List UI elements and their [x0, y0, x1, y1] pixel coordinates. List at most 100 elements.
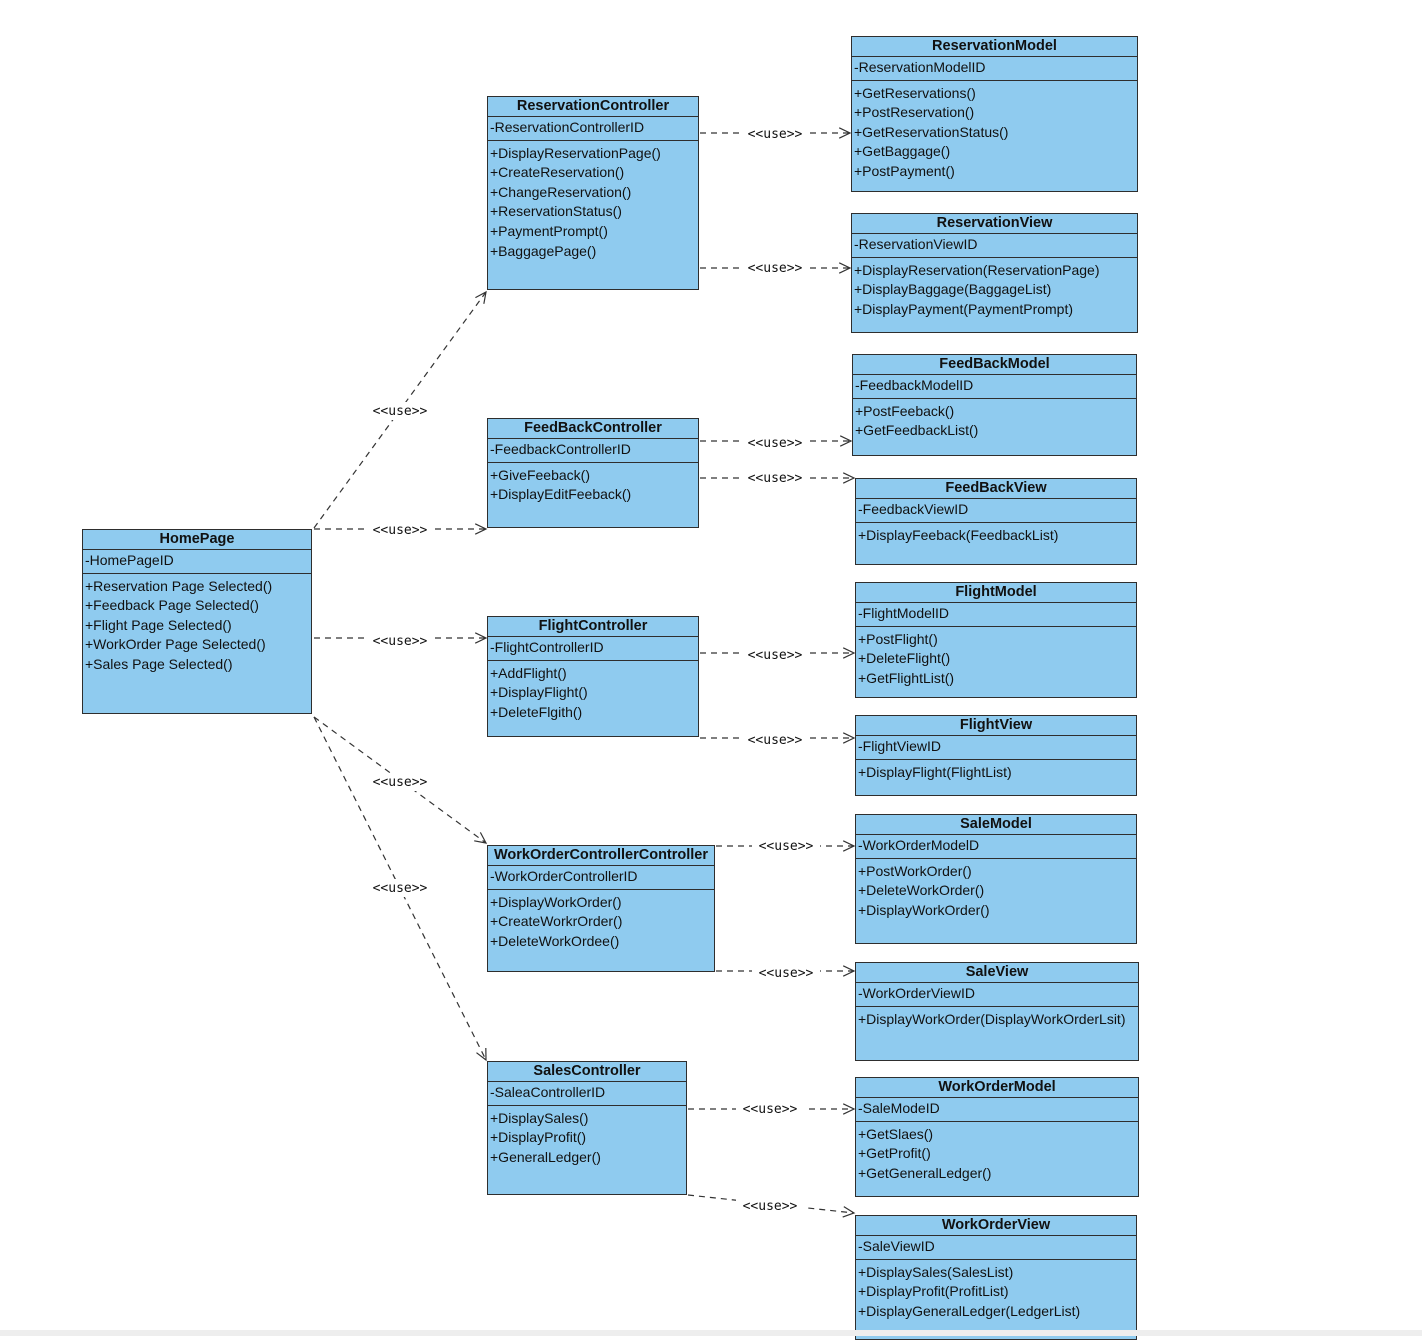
- operation: +ChangeReservation(): [490, 183, 632, 200]
- dependency-flight-controller-to-flight-view: <<use>>: [700, 731, 856, 749]
- edge-label-background: [752, 837, 820, 855]
- open-arrowhead-icon: [842, 1206, 856, 1218]
- class-box-workorder-view[interactable]: WorkOrderView-SaleViewID+DisplaySales(Sa…: [855, 1215, 1137, 1340]
- edge-label-background: [741, 731, 809, 749]
- attribute: -WorkOrderViewID: [858, 985, 975, 1001]
- attributes-compartment: -SaleModeID: [856, 1098, 1138, 1122]
- dependency-homepage-to-feedback-controller: <<use>>: [314, 521, 488, 539]
- operations-compartment: +GiveFeeback()+DisplayEditFeeback(): [488, 463, 698, 505]
- class-name: SaleModel: [856, 815, 1136, 835]
- operations-compartment: +PostFeeback()+GetFeedbackList(): [853, 399, 1136, 441]
- class-box-sale-view[interactable]: SaleView-WorkOrderViewID+DisplayWorkOrde…: [855, 962, 1139, 1061]
- dependency-sales-controller-to-workorder-view: <<use>>: [687, 1194, 856, 1218]
- attribute: -FlightViewID: [858, 738, 941, 754]
- stereotype-label: <<use>>: [748, 127, 803, 142]
- edge-label-background: [741, 646, 809, 664]
- operations-compartment: +PostFlight()+DeleteFlight()+GetFlightLi…: [856, 627, 1136, 689]
- operation: +DisplaySales(SalesList): [858, 1263, 1014, 1280]
- class-box-feedback-model[interactable]: FeedBackModel-FeedbackModelID+PostFeebac…: [852, 354, 1137, 456]
- operation: +Feedback Page Selected(): [85, 597, 259, 614]
- operation: +Flight Page Selected(): [85, 616, 232, 633]
- attributes-compartment: -FeedbackViewID: [856, 499, 1136, 523]
- operation: +GetReservationStatus(): [854, 123, 1009, 140]
- class-name: FlightController: [488, 617, 698, 637]
- attributes-compartment: -SaleViewID: [856, 1236, 1136, 1260]
- class-box-reservation-view[interactable]: ReservationView-ReservationViewID+Displa…: [851, 213, 1138, 333]
- class-box-feedback-controller[interactable]: FeedBackController-FeedbackControllerID+…: [487, 418, 699, 528]
- open-arrowhead-icon: [838, 262, 852, 274]
- class-box-homepage[interactable]: HomePage-HomePageID+Reservation Page Sel…: [82, 529, 312, 714]
- operation: +DisplayWorkOrder(): [858, 901, 990, 918]
- operation: +DisplayProfit(): [490, 1129, 587, 1146]
- operation: +GetFlightList(): [858, 669, 955, 686]
- operation: +GiveFeeback(): [490, 466, 590, 483]
- class-name: ReservationView: [852, 214, 1137, 234]
- operations-compartment: +DisplaySales()+DisplayProfit()+GeneralL…: [488, 1106, 686, 1168]
- stereotype-label: <<use>>: [743, 1102, 798, 1117]
- class-box-feedback-view[interactable]: FeedBackView-FeedbackViewID+DisplayFeeba…: [855, 478, 1137, 565]
- attribute: -FlightModelID: [858, 605, 950, 621]
- operations-compartment: +DisplayWorkOrder()+CreateWorkrOrder()+D…: [488, 890, 714, 952]
- bottom-scroll-edge: [0, 1330, 1422, 1336]
- operations-compartment: +DisplayReservation(ReservationPage)+Dis…: [852, 258, 1137, 320]
- class-box-flight-controller[interactable]: FlightController-FlightControllerID+AddF…: [487, 616, 699, 737]
- attributes-compartment: -WorkOrderControllerID: [488, 866, 714, 890]
- operation: +DisplayProfit(ProfitList): [858, 1283, 1009, 1300]
- class-box-sales-controller[interactable]: SalesController-SaleaControllerID +Displa…: [487, 1061, 687, 1195]
- open-arrowhead-icon: [842, 965, 856, 977]
- stereotype-label: <<use>>: [373, 634, 428, 649]
- operation: +PostReservation(): [854, 104, 975, 121]
- edge-label-background: [366, 632, 434, 650]
- attributes-compartment: -ReservationControllerID: [488, 117, 698, 141]
- operation: +GetReservations(): [854, 84, 976, 101]
- edge-label-background: [366, 879, 434, 897]
- class-box-reservation-controller[interactable]: ReservationController-ReservationControl…: [487, 96, 699, 290]
- dependency-line: [687, 1194, 855, 1214]
- open-arrowhead-icon: [842, 840, 856, 852]
- dependency-reservation-controller-to-reservation-view: <<use>>: [700, 259, 852, 277]
- class-box-flight-view[interactable]: FlightView-FlightViewID+DisplayFlight(Fl…: [855, 715, 1137, 796]
- class-box-workorder-controller[interactable]: WorkOrderControllerController-WorkOrderC…: [487, 845, 715, 972]
- dependency-reservation-controller-to-reservation-model: <<use>>: [700, 125, 852, 143]
- attribute: -FeedbackControllerID: [490, 441, 631, 457]
- stereotype-label: <<use>>: [748, 261, 803, 276]
- operation: +GetSlaes(): [858, 1125, 934, 1142]
- attributes-compartment: -FlightViewID: [856, 736, 1136, 760]
- operation: +ReservationStatus(): [490, 203, 622, 220]
- class-box-flight-model[interactable]: FlightModel-FlightModelID+PostFlight()+D…: [855, 582, 1137, 698]
- class-name: ReservationController: [488, 97, 698, 117]
- dependency-line: [313, 716, 487, 844]
- attribute: -SaleViewID: [858, 1238, 935, 1254]
- dependency-homepage-to-flight-controller: <<use>>: [314, 632, 488, 650]
- attributes-compartment: -FeedbackControllerID: [488, 439, 698, 463]
- dependency-homepage-to-workorder-controller: <<use>>: [313, 716, 488, 844]
- operation: +DisplayReservation(ReservationPage): [854, 261, 1100, 278]
- operation: +DeleteFlgith(): [490, 703, 583, 720]
- operation: +DisplaySales(): [490, 1109, 589, 1126]
- stereotype-label: <<use>>: [759, 966, 814, 981]
- operation: +DisplayFlight(): [490, 684, 588, 701]
- stereotype-label: <<use>>: [373, 404, 428, 419]
- operations-compartment: +Reservation Page Selected()+Feedback Pa…: [83, 574, 311, 675]
- open-arrowhead-icon: [839, 435, 853, 447]
- class-name: WorkOrderControllerController: [488, 846, 714, 866]
- edge-label-background: [752, 964, 820, 982]
- attributes-compartment: -WorkOrderModelD: [856, 835, 1136, 859]
- class-name: FlightView: [856, 716, 1136, 736]
- stereotype-label: <<use>>: [748, 648, 803, 663]
- operation: +Sales Page Selected(): [85, 655, 233, 672]
- attributes-compartment: -ReservationViewID: [852, 234, 1137, 258]
- open-arrowhead-icon: [474, 523, 488, 535]
- operations-compartment: +DisplayReservationPage()+CreateReservat…: [488, 141, 698, 262]
- class-box-workorder-model[interactable]: WorkOrderModel-SaleModeID+GetSlaes()+Get…: [855, 1077, 1139, 1197]
- attributes-compartment: -SaleaControllerID: [488, 1082, 686, 1106]
- edge-label-background: [741, 469, 809, 487]
- class-name: SalesController: [488, 1062, 686, 1082]
- attribute: -FeedbackViewID: [858, 501, 969, 517]
- operations-compartment: +GetSlaes()+GetProfit()+GetGeneralLedger…: [856, 1122, 1138, 1184]
- class-box-reservation-model[interactable]: ReservationModel-ReservationModelID+GetR…: [851, 36, 1138, 192]
- class-box-sale-model[interactable]: SaleModel-WorkOrderModelD+PostWorkOrder(…: [855, 814, 1137, 944]
- edge-label-background: [736, 1100, 804, 1118]
- edge-label-background: [741, 125, 809, 143]
